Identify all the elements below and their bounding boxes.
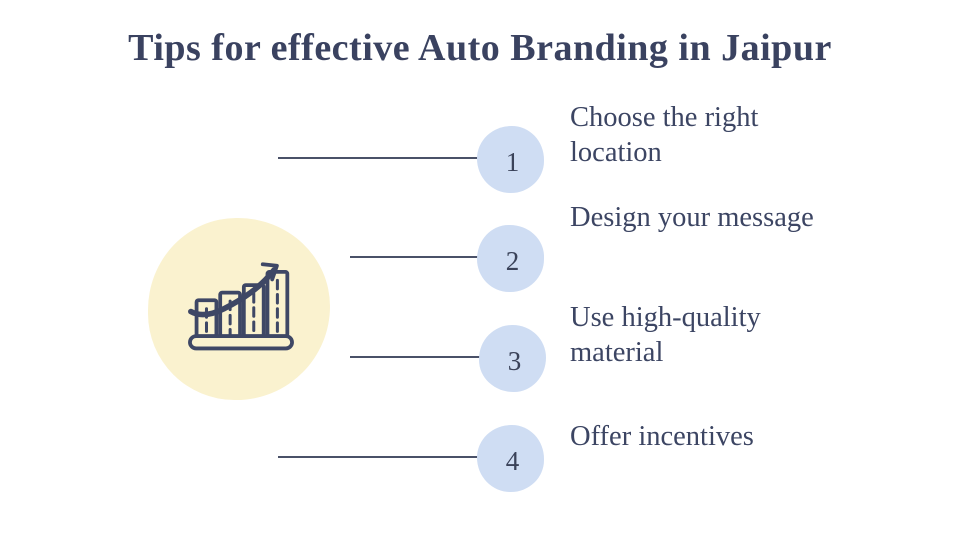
step-number: 1 [505, 147, 520, 177]
step-number: 4 [505, 446, 520, 476]
arrowhead [260, 262, 279, 282]
connector-line-2 [350, 256, 480, 258]
step-number: 3 [507, 346, 522, 376]
step-label-1: Choose the right location [570, 102, 759, 168]
step-number-circle-4: 4 [477, 425, 544, 492]
step-label-4: Offer incentives [570, 421, 754, 452]
bar-chart-base [188, 334, 294, 351]
step-number: 2 [505, 246, 520, 276]
step-label-3: Use high-quality material [570, 302, 761, 368]
connector-line-3 [350, 356, 480, 358]
page-title: Tips for effective Auto Branding in Jaip… [128, 27, 832, 69]
step-number-circle-3: 3 [479, 325, 546, 392]
connector-line-1 [278, 157, 480, 159]
step-number-circle-1: 1 [477, 126, 544, 193]
growth-curve [188, 267, 277, 318]
step-number-circle-2: 2 [477, 225, 544, 292]
growth-bar-chart-icon [188, 262, 294, 351]
connector-line-4 [278, 456, 480, 458]
step-label-2: Design your message [570, 202, 814, 233]
